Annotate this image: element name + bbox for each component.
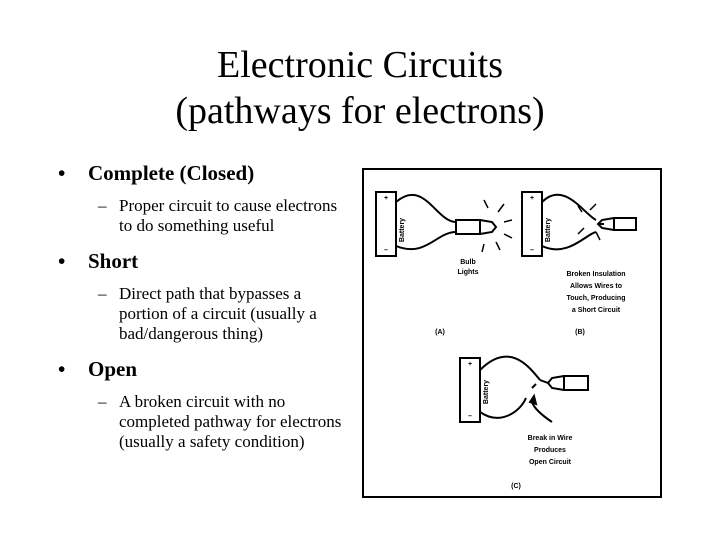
light-rays bbox=[481, 199, 513, 253]
battery-b-plus: + bbox=[530, 195, 534, 202]
bullet-dot: • bbox=[58, 249, 66, 273]
bullet-complete: • Complete (Closed) bbox=[58, 160, 358, 186]
wire-a-top bbox=[395, 193, 457, 223]
sub-dash: – bbox=[98, 392, 107, 411]
caption-c-2: Produces bbox=[534, 447, 566, 454]
wire-c-bottom bbox=[479, 397, 527, 419]
bullet-short-label: Short bbox=[88, 249, 139, 273]
caption-b-tag: (B) bbox=[575, 329, 585, 336]
title-line-1: Electronic Circuits bbox=[217, 44, 503, 86]
battery-c bbox=[459, 357, 481, 423]
bullet-list: • Complete (Closed) – Proper circuit to … bbox=[58, 160, 358, 464]
spark bbox=[577, 203, 601, 241]
sub-dash: – bbox=[98, 284, 107, 303]
caption-c-3: Open Circuit bbox=[529, 459, 572, 466]
bullet-dot: • bbox=[58, 357, 66, 381]
caption-b-3: Touch, Producing bbox=[567, 295, 626, 302]
bullet-open: • Open bbox=[58, 356, 358, 382]
bullet-dot: • bbox=[58, 161, 66, 185]
bullet-complete-label: Complete (Closed) bbox=[88, 161, 255, 185]
sub-dash: – bbox=[98, 196, 107, 215]
bulb-a-glass bbox=[479, 219, 498, 235]
battery-a bbox=[375, 191, 397, 257]
sub-bullet-complete: – Proper circuit to cause electrons to d… bbox=[98, 196, 348, 236]
bulb-a-base bbox=[455, 219, 481, 235]
caption-a-1: Bulb bbox=[460, 259, 476, 266]
arrow-c bbox=[531, 401, 553, 423]
wire-c-top bbox=[479, 355, 541, 381]
caption-b-2: Allows Wires to bbox=[570, 283, 622, 290]
caption-c-1: Break in Wire bbox=[528, 435, 573, 442]
sub-complete-text: Proper circuit to cause electrons to do … bbox=[119, 196, 338, 235]
wire-a-bottom bbox=[395, 231, 457, 251]
bullet-open-label: Open bbox=[88, 357, 138, 381]
slide-title: Electronic Circuits (pathways for electr… bbox=[0, 42, 720, 134]
battery-a-label: Battery bbox=[399, 218, 406, 242]
battery-a-minus: – bbox=[384, 247, 388, 254]
caption-c-tag: (C) bbox=[511, 483, 521, 490]
caption-a-tag: (A) bbox=[435, 329, 445, 336]
caption-a-2: Lights bbox=[458, 269, 479, 276]
caption-b-1: Broken Insulation bbox=[566, 271, 625, 278]
sub-open-text: A broken circuit with no completed pathw… bbox=[119, 392, 342, 451]
battery-b-minus: – bbox=[530, 247, 534, 254]
bulb-b-base bbox=[613, 217, 637, 231]
wire-b-top bbox=[541, 193, 597, 221]
battery-c-minus: – bbox=[468, 413, 472, 420]
circuit-diagram: + – Battery + – Battery + – Battery Bulb… bbox=[375, 191, 637, 490]
title-line-2: (pathways for electrons) bbox=[175, 90, 545, 132]
sub-bullet-short: – Direct path that bypasses a portion of… bbox=[98, 284, 348, 344]
battery-a-plus: + bbox=[384, 195, 388, 202]
bulb-c-glass bbox=[546, 375, 565, 391]
battery-c-plus: + bbox=[468, 361, 472, 368]
sub-bullet-open: – A broken circuit with no completed pat… bbox=[98, 392, 348, 452]
caption-b-4: a Short Circuit bbox=[572, 307, 621, 314]
circuit-figure: + – Battery + – Battery + – Battery Bulb… bbox=[362, 168, 662, 498]
bulb-c-base bbox=[563, 375, 589, 391]
battery-b bbox=[521, 191, 543, 257]
battery-b-label: Battery bbox=[545, 218, 552, 242]
bullet-short: • Short bbox=[58, 248, 358, 274]
wire-b-bottom bbox=[541, 231, 597, 251]
battery-c-label: Battery bbox=[483, 380, 490, 404]
sub-short-text: Direct path that bypasses a portion of a… bbox=[119, 284, 317, 343]
